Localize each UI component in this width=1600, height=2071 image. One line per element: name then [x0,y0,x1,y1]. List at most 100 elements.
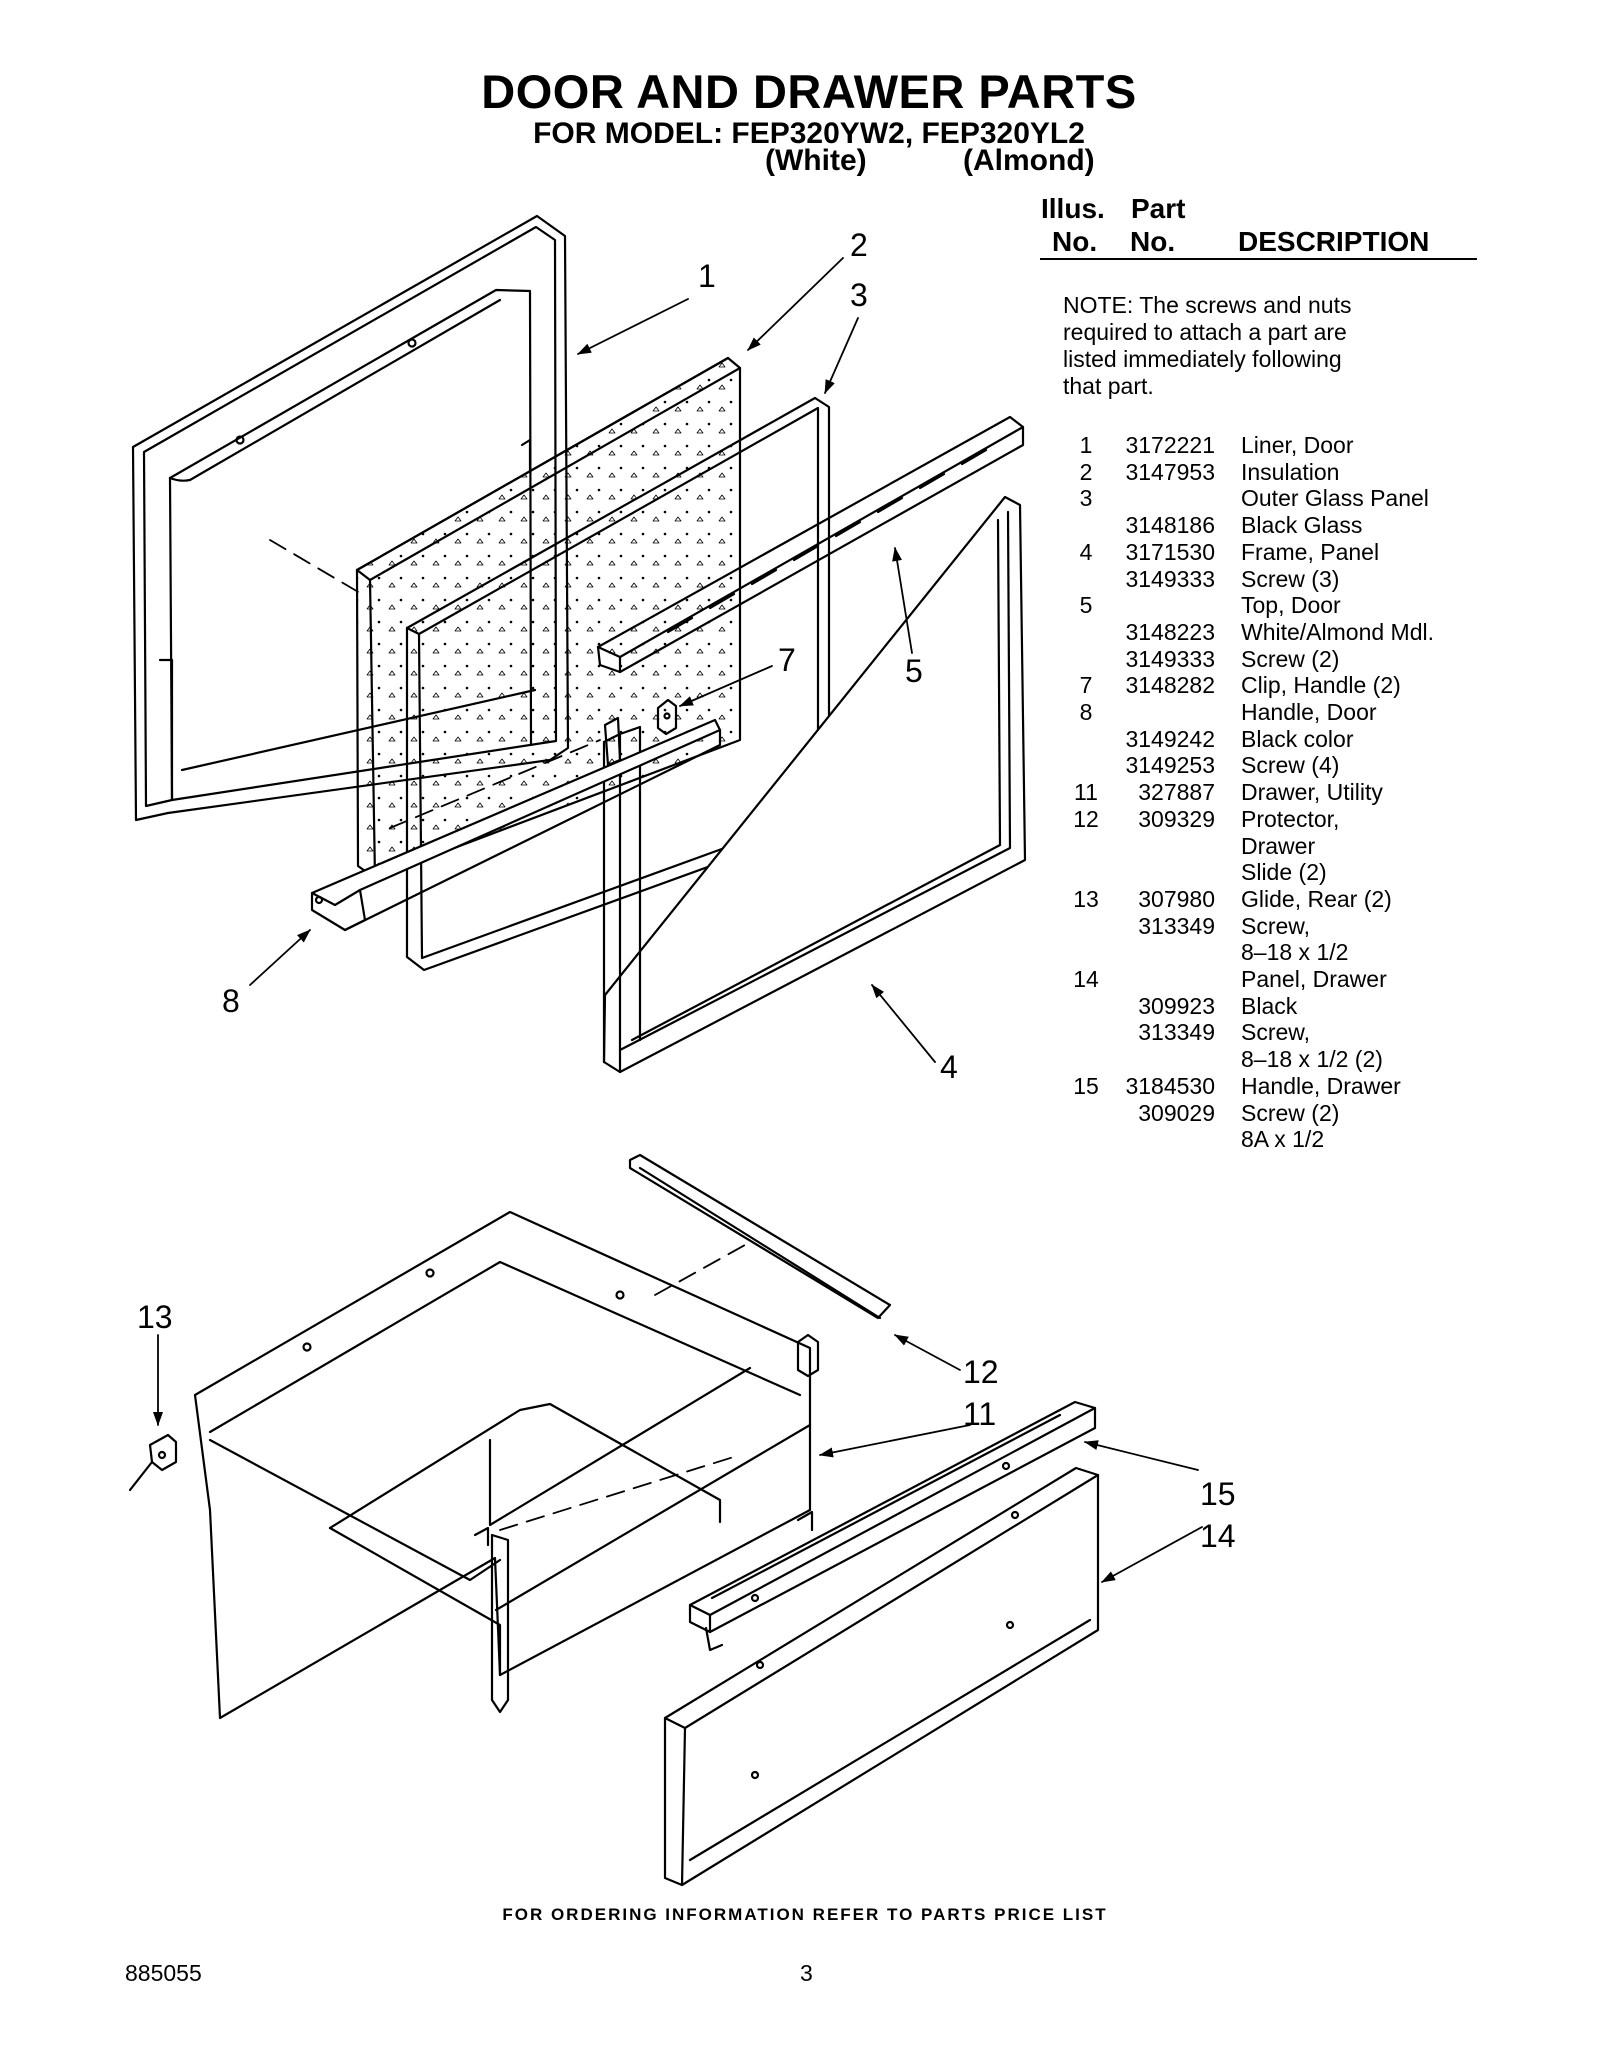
part-number: 3149253 [1125,752,1215,779]
part-description: Handle, Drawer [1241,1072,1401,1099]
note-line: required to attach a part are [1063,319,1347,345]
part-description: Handle, Door [1241,699,1377,725]
part-description: 8–18 x 1/2 [1241,939,1349,966]
part-description: White/Almond Mdl. [1241,618,1435,645]
part-description: 8A x 1/2 [1241,1126,1325,1153]
column-header-illus: Illus. [1041,193,1105,224]
model-subtitle: FOR MODEL: FEP320YW2, FEP320YL2 [533,117,1085,150]
part-description: 8–18 x 1/2 (2) [1241,1046,1383,1073]
part-number: 3149242 [1125,725,1215,752]
parts-list-row: 3149253 Screw (4) [0,752,1600,779]
parts-list-row: 8A x 1/2 [0,1126,1600,1153]
callout-arrows [153,257,1203,1583]
part-description: Top, Door [1241,592,1341,619]
parts-list-row: 11 327887 Drawer, Utility [0,779,1600,806]
part-description: Slide (2) [1241,859,1327,886]
callout-4: 4 [940,1049,958,1085]
part-description: Protector, [1241,805,1340,832]
parts-list-row: 15 3184530 Handle, Drawer [0,1073,1600,1100]
part-description: Drawer [1241,832,1316,859]
part-number: 313349 [1138,1019,1215,1046]
door-top-part [596,415,1025,674]
part-number: 3149333 [1125,645,1215,672]
callout-15: 15 [1200,1476,1236,1512]
illus-number: 2 [1079,458,1093,485]
part-description: Insulation [1241,458,1340,485]
illus-number: 7 [1079,672,1093,699]
panel-frame-part [602,495,1027,1074]
column-header-part: Part [1131,193,1186,224]
door-handle-part [310,716,722,932]
column-header-description: DESCRIPTION [1238,226,1430,257]
part-number: 313349 [1138,912,1215,939]
parts-list-row: Slide (2) [0,859,1600,886]
part-description: Black Glass [1241,512,1363,539]
part-description: Screw (3) [1241,565,1340,592]
rear-glide-part [128,1433,178,1492]
parts-list-row: 3149242 Black color [0,726,1600,753]
part-description: Drawer, Utility [1241,779,1383,806]
part-description: Screw (2) [1241,1099,1340,1126]
drawer-panel-part [663,1466,1100,1887]
part-description: Frame, Panel [1241,538,1380,565]
parts-list-row: 8 Handle, Door [0,699,1600,726]
note-line: NOTE: The screws and nuts [1063,292,1352,318]
header-divider [1040,258,1477,260]
part-number: 307980 [1138,885,1215,912]
callout-5: 5 [905,653,923,689]
illus-number: 8 [1079,699,1093,725]
callout-2: 2 [850,227,868,263]
part-number: 327887 [1138,779,1215,806]
column-header-illus-no: No. [1052,226,1098,257]
variant-white-label: (White) [765,144,867,177]
note-line: that part. [1063,373,1154,399]
part-description: Screw, [1241,1019,1311,1046]
part-number: 3147953 [1125,458,1215,485]
part-number: 3184530 [1125,1072,1215,1099]
parts-list-row: 313349 Screw, [0,913,1600,940]
parts-list-row: 12 309329 Protector, [0,806,1600,833]
callout-11: 11 [963,1396,996,1432]
callout-labels: 1 2 3 4 5 7 8 11 12 13 14 15 [137,227,1236,1554]
parts-list-row: 13 307980 Glide, Rear (2) [0,886,1600,913]
part-description: Glide, Rear (2) [1241,885,1392,912]
illus-number: 11 [1074,779,1098,806]
part-number: 3148282 [1125,672,1215,699]
illus-number: 12 [1073,805,1099,832]
illus-number: 15 [1073,1072,1099,1099]
part-description: Black color [1241,725,1354,752]
page-number: 3 [800,1960,813,1986]
part-description: Screw, [1241,912,1311,939]
parts-list-row: 8–18 x 1/2 [0,939,1600,966]
callout-13: 13 [137,1299,173,1335]
part-number: 3172221 [1125,432,1215,458]
parts-list-row: Drawer [0,833,1600,860]
callout-12: 12 [963,1354,999,1390]
handle-clip-part [656,698,678,736]
callout-14: 14 [1200,1518,1236,1554]
drawer-handle-part [688,1400,1097,1652]
parts-list-row: 8–18 x 1/2 (2) [0,1046,1600,1073]
alignment-lines [269,539,746,1531]
illus-number: 14 [1073,966,1099,992]
illus-number: 4 [1079,538,1093,565]
part-description: Outer Glass Panel [1241,485,1429,512]
part-number: 309329 [1138,805,1215,832]
callout-3: 3 [850,277,868,313]
callout-1: 1 [698,258,716,294]
parts-list-row: 313349 Screw, [0,1019,1600,1046]
part-number: 309923 [1138,992,1215,1019]
part-description: Liner, Door [1241,432,1354,458]
illus-number: 13 [1073,885,1099,912]
callout-7: 7 [778,642,796,678]
insulation-part [355,356,742,880]
part-description: Screw (4) [1241,752,1340,779]
